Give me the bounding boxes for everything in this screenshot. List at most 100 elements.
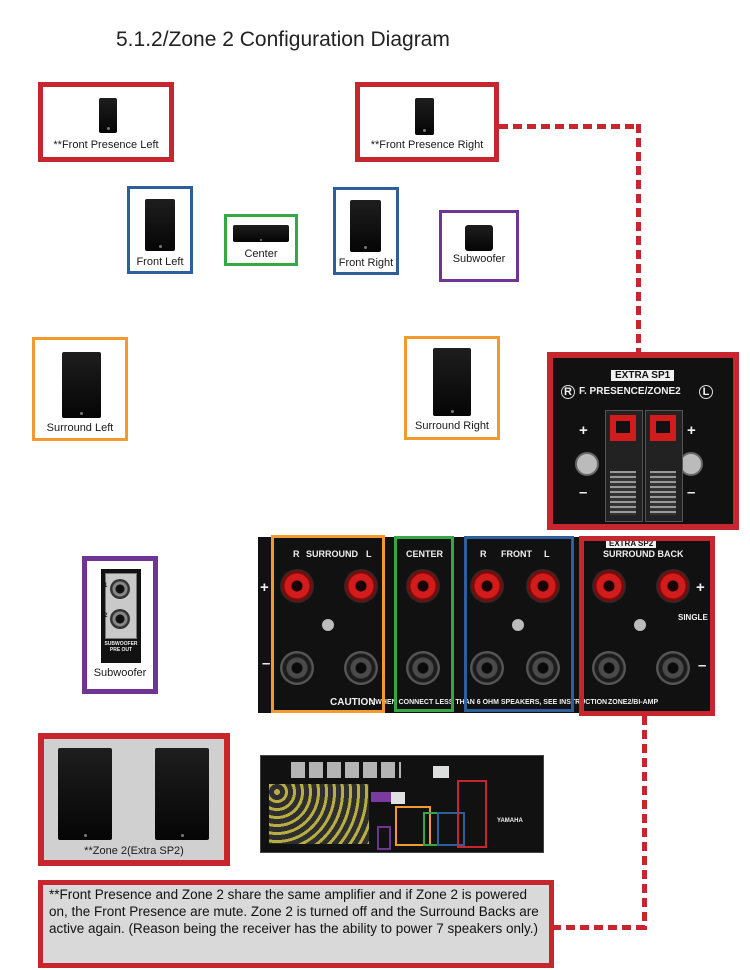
terminal-post-black [344, 651, 378, 685]
clip-terminal-left [645, 410, 683, 522]
screw-icon [512, 619, 524, 631]
terminal-post-red [526, 569, 560, 603]
terminal-post-black [470, 651, 504, 685]
speaker-icon [62, 352, 101, 418]
zone2-note: **Front Presence and Zone 2 share the sa… [38, 880, 554, 968]
surround-left-box: Surround Left [32, 337, 128, 441]
terminal-post-red [592, 569, 626, 603]
minus-sign: – [262, 655, 271, 672]
surround-right-label: Surround Right [415, 420, 489, 432]
terminal-post-red [406, 569, 440, 603]
front-presence-left-label: **Front Presence Left [53, 139, 159, 151]
surround-right-box: Surround Right [404, 336, 500, 440]
terminal-post-red [344, 569, 378, 603]
center-terminal-label: CENTER [406, 549, 444, 559]
rca-jack-icon [110, 579, 130, 599]
center-box: Center [224, 214, 298, 266]
terminal-post-red [656, 569, 690, 603]
terminal-post-black [656, 651, 690, 685]
speaker-icon [99, 98, 117, 133]
front-right-label: Front Right [338, 257, 394, 269]
connection-line [552, 925, 647, 930]
screw-icon [575, 452, 599, 476]
caution-text: : WHEN CONNECT LESS THAN 6 OHM SPEAKERS,… [371, 699, 608, 706]
subwoofer-jack-panel: 1 2 SUBWOOFER PRE OUT [101, 569, 141, 663]
jack-number: 1 [104, 583, 108, 589]
r-marker: R [561, 385, 575, 399]
minus-sign: – [698, 657, 707, 674]
center-group-outline [394, 536, 454, 712]
surround-group-outline [271, 535, 385, 713]
rca-jacks [269, 784, 369, 844]
plus-sign: + [260, 579, 269, 596]
front-presence-right-label: **Front Presence Right [370, 139, 484, 151]
speaker-icon [350, 200, 381, 252]
front-terminal-label: FRONT [501, 549, 532, 559]
speaker-icon [145, 199, 175, 251]
extra-sp2-label: EXTRA SP2 [606, 539, 657, 548]
subwoofer-out-label: Subwoofer [93, 667, 147, 679]
subwoofer-icon [465, 225, 493, 251]
network-port-icon [433, 766, 449, 778]
sub-out-marker [377, 826, 391, 850]
brand-label: YAMAHA [497, 818, 523, 824]
terminal-post-black [592, 651, 626, 685]
screw-icon [322, 619, 334, 631]
plus-sign: + [579, 422, 588, 439]
plus-sign: + [696, 579, 705, 596]
subwoofer-label: Subwoofer [452, 253, 506, 265]
terminal-post-black [406, 651, 440, 685]
input-jacks [291, 762, 401, 778]
caution-label: CAUTION [330, 697, 376, 708]
surround-back-group-outline [579, 536, 715, 716]
speaker-icon [58, 748, 112, 840]
minus-sign: – [579, 484, 588, 501]
subwoofer-pre-out-label: SUBWOOFER PRE OUT [104, 641, 138, 653]
l-marker: L [366, 549, 372, 559]
rca-jack-icon [110, 609, 130, 629]
front-left-label: Front Left [136, 256, 184, 268]
front-left-box: Front Left [127, 186, 193, 274]
extra-sp1-label: F. PRESENCE/ZONE2 [579, 386, 681, 397]
speaker-icon [415, 98, 434, 135]
receiver-rear-panel: YAMAHA [260, 755, 544, 853]
subwoofer-box: Subwoofer [439, 210, 519, 282]
surround-back-marker [457, 780, 487, 848]
front-group-outline [464, 536, 574, 712]
subwoofer-out-box: 1 2 SUBWOOFER PRE OUT Subwoofer [82, 556, 158, 694]
zone2-box: **Zone 2(Extra SP2) [38, 733, 230, 866]
extra-sp1-header: EXTRA SP1 [611, 370, 675, 381]
speaker-icon [433, 348, 471, 416]
r-marker: R [293, 549, 300, 559]
speaker-icon [233, 225, 289, 242]
single-label: SINGLE [678, 613, 708, 622]
terminal-post-black [280, 651, 314, 685]
r-marker: R [480, 549, 487, 559]
surround-marker [395, 806, 431, 846]
screw-icon [634, 619, 646, 631]
connection-line [642, 716, 647, 930]
jack-number: 2 [104, 613, 108, 619]
surround-back-label: SURROUND BACK [603, 549, 684, 559]
front-marker [437, 812, 465, 846]
speaker-icon [155, 748, 209, 840]
speaker-terminals-panel: + – + – R SURROUND L CENTER R FRONT L EX… [258, 537, 713, 713]
front-right-box: Front Right [333, 187, 399, 275]
terminal-post-black [526, 651, 560, 685]
extra-sp1-panel: EXTRA SP1 R F. PRESENCE/ZONE2 L + + – – [547, 352, 739, 530]
l-marker: L [699, 385, 713, 399]
page-title: 5.1.2/Zone 2 Configuration Diagram [116, 28, 450, 51]
terminal-post-red [280, 569, 314, 603]
clip-terminal-right [605, 410, 643, 522]
zone2-label: **Zone 2(Extra SP2) [84, 845, 184, 857]
zone2-biamp-label: ZONE2/BI-AMP [608, 699, 659, 706]
terminal-post-red [470, 569, 504, 603]
center-label: Center [244, 248, 278, 260]
front-presence-right-box: **Front Presence Right [355, 82, 499, 162]
front-presence-left-box: **Front Presence Left [38, 82, 174, 162]
l-marker: L [544, 549, 550, 559]
plus-sign: + [687, 422, 696, 439]
minus-sign: – [687, 484, 696, 501]
connection-line [636, 124, 641, 354]
surround-left-label: Surround Left [46, 422, 114, 434]
